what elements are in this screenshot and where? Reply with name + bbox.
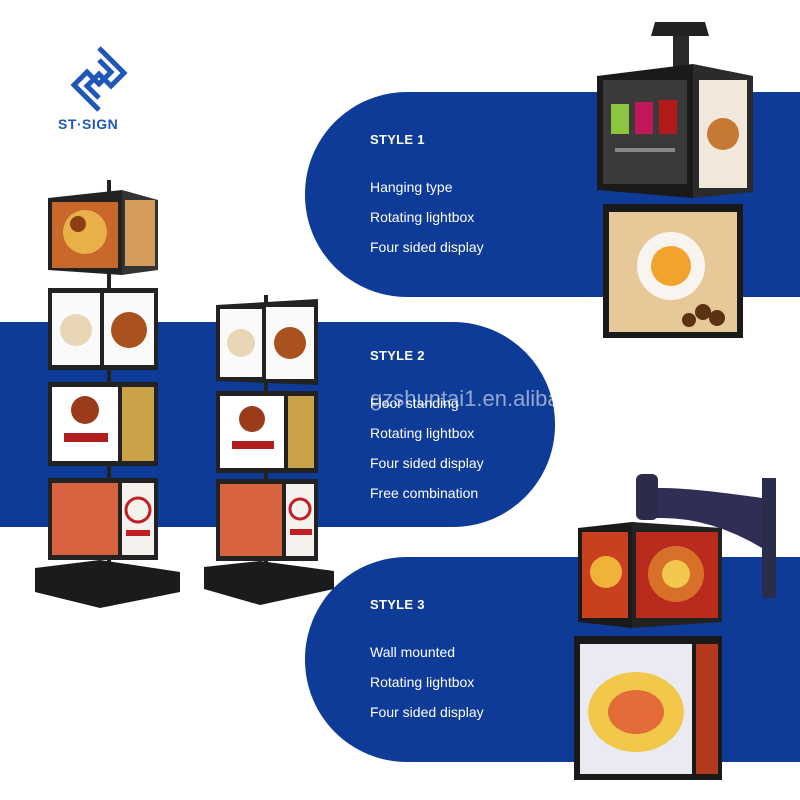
style-3-feature: Rotating lightbox: [370, 674, 475, 690]
floor-lightbox-tower-large: [35, 180, 180, 608]
style-1-title: STYLE 1: [370, 132, 425, 147]
style-2-feature: Floor standing: [370, 395, 459, 411]
style-2-feature: Free combination: [370, 485, 479, 501]
style-3-feature: Four sided display: [370, 704, 484, 720]
hanging-lightbox: [597, 22, 753, 338]
style-1-feature: Hanging type: [370, 179, 453, 195]
style-2-feature: Rotating lightbox: [370, 425, 475, 441]
style-2-title: STYLE 2: [370, 348, 425, 363]
style-1-feature: Rotating lightbox: [370, 209, 475, 225]
st-sign-logo-icon: [70, 46, 128, 112]
style-3-feature: Wall mounted: [370, 644, 456, 660]
style-3-title: STYLE 3: [370, 597, 425, 612]
wall-mounted-lightbox: [574, 474, 776, 780]
watermark: gzshuntai1.en.alibaba.com: [370, 386, 632, 411]
style-2-feature: Four sided display: [370, 455, 484, 471]
brand-name: ST·SIGN: [58, 116, 119, 132]
style-1-feature: Four sided display: [370, 239, 484, 255]
floor-lightbox-tower-small: [204, 295, 334, 605]
